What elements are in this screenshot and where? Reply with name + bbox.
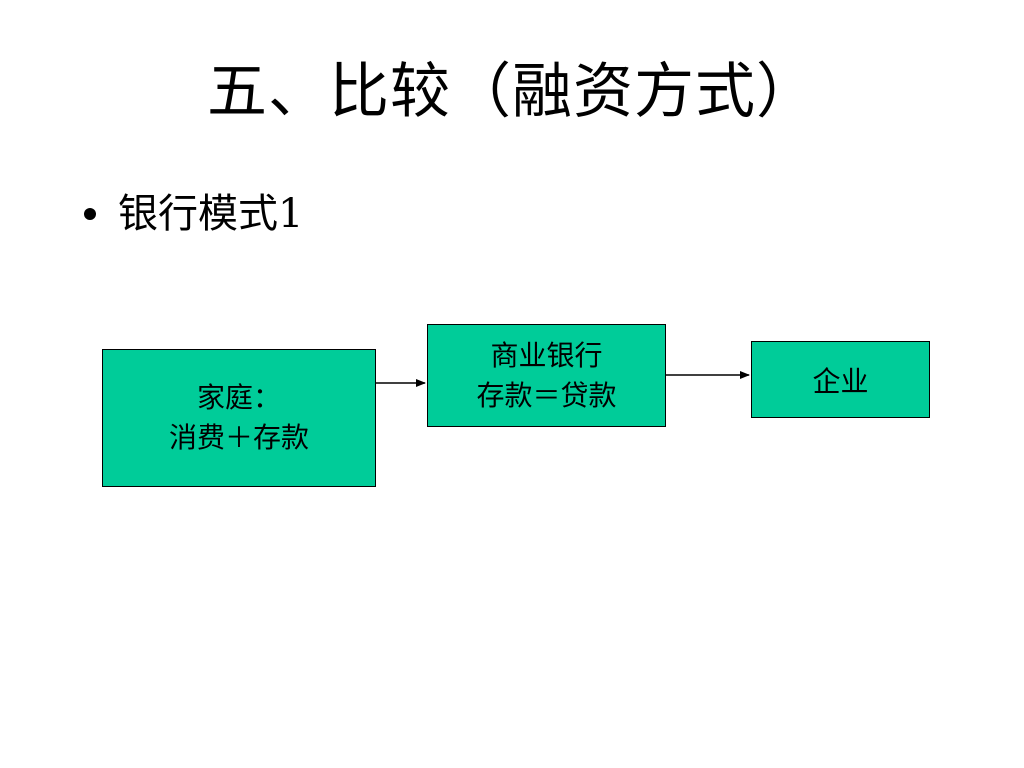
node-enterprise: 企业 [751,341,930,418]
node-commercial-bank: 商业银行 存款＝贷款 [427,324,666,427]
bullet-item: 银行模式1 [84,186,303,242]
bullet-text: 银行模式1 [118,191,304,237]
slide-title: 五、比较（融资方式） [207,57,817,127]
bullet-dot-icon [84,208,96,220]
node-household: 家庭： 消费＋存款 [102,349,376,487]
